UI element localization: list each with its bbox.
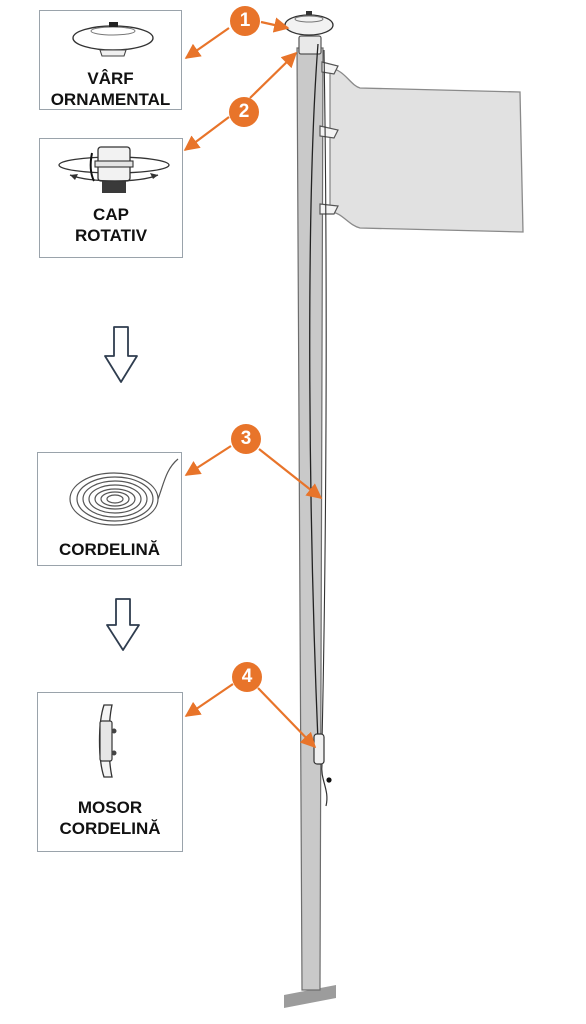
number-badge-2: 2 bbox=[229, 97, 259, 127]
component-label: MOSOR CORDELINĂ bbox=[59, 798, 161, 838]
number-badge-3: 3 bbox=[231, 424, 261, 454]
halyard-rope bbox=[309, 43, 319, 743]
callout-arrows bbox=[183, 17, 323, 749]
flag bbox=[329, 67, 524, 233]
rope-cleat-icon bbox=[98, 704, 117, 778]
component-card-rotating-head: CAP ROTATIV bbox=[39, 138, 183, 258]
component-label: CAP ROTATIV bbox=[74, 205, 148, 245]
rope-coil-icon bbox=[69, 458, 179, 526]
pole-base-plate bbox=[284, 985, 336, 1008]
component-card-rope: CORDELINĂ bbox=[37, 452, 182, 566]
ornamental-tip bbox=[284, 14, 334, 36]
number-badge-4: 4 bbox=[232, 662, 262, 692]
down-arrow-icon bbox=[104, 326, 138, 383]
flag-clips bbox=[319, 61, 339, 215]
number-badge-1: 1 bbox=[230, 6, 260, 36]
pole-collar bbox=[298, 35, 322, 55]
component-label: CORDELINĂ bbox=[58, 540, 161, 559]
rotating-head-icon bbox=[58, 146, 170, 193]
ornamental-tip-icon bbox=[72, 22, 154, 57]
component-label: VÂRF ORNAMENTAL bbox=[50, 69, 171, 109]
pole-rope-cleat bbox=[313, 733, 332, 807]
flagpole bbox=[296, 47, 324, 991]
component-card-rope-cleat: MOSOR CORDELINĂ bbox=[37, 692, 183, 852]
down-arrow-icon bbox=[106, 598, 140, 651]
component-card-ornamental-tip: VÂRF ORNAMENTAL bbox=[39, 10, 182, 110]
